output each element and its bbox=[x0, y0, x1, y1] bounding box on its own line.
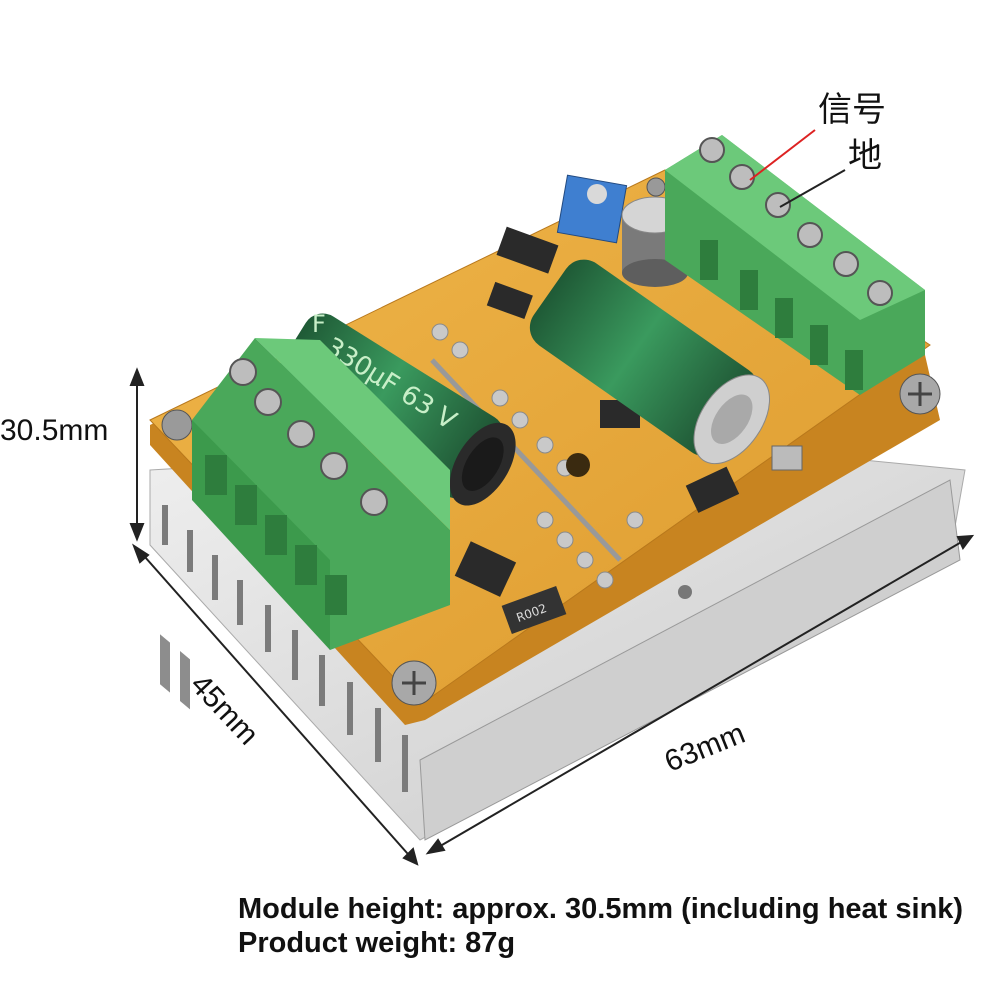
terminal-screw bbox=[229, 358, 388, 516]
terminal-label-ground: 地 bbox=[848, 136, 882, 176]
current-sense-resistor: R002 bbox=[501, 585, 567, 635]
dimension-arrow-length bbox=[425, 534, 975, 855]
heat-sink-fins bbox=[160, 634, 190, 710]
terminal-label-signal: 信号 bbox=[818, 90, 886, 130]
potentiometer bbox=[556, 174, 628, 244]
terminal-block-right bbox=[665, 135, 925, 395]
signal-leader-line bbox=[749, 129, 816, 181]
ground-leader-line bbox=[779, 169, 846, 208]
product-caption: Module height: approx. 30.5mm (including… bbox=[238, 893, 964, 959]
dimension-arrow-width bbox=[132, 543, 419, 866]
screw bbox=[161, 177, 941, 706]
terminal-screw bbox=[699, 137, 893, 306]
svg-text:F: F bbox=[312, 310, 326, 338]
tact-switch bbox=[771, 445, 803, 471]
terminal-block-left bbox=[192, 338, 450, 650]
mount-hole bbox=[678, 585, 692, 599]
capacitor-right bbox=[529, 259, 771, 465]
dimension-arrow-height bbox=[129, 367, 145, 542]
dimension-label-height: 30.5mm bbox=[0, 414, 109, 447]
